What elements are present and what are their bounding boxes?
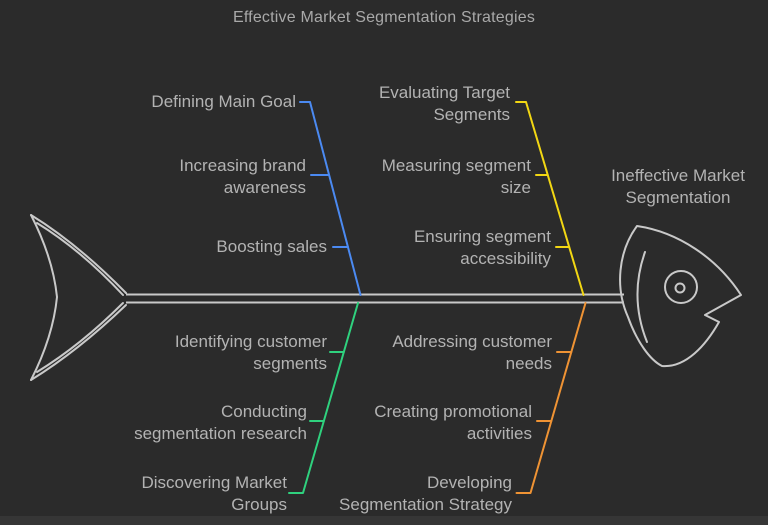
branch-line-top-right — [515, 101, 585, 296]
fish-eye — [664, 270, 698, 304]
label-developing-segmentation-strategy: Developing Segmentation Strategy — [339, 473, 512, 514]
label-evaluating-target-segments: Evaluating Target Segments — [378, 83, 510, 124]
label-conducting-segmentation-research: Conducting segmentation research — [134, 402, 307, 443]
label-measuring-segment-size: Measuring segment size — [381, 156, 531, 197]
label-fish-head-effect: Ineffective Market Segmentation — [611, 166, 745, 207]
fish-tail — [30, 214, 127, 381]
label-creating-promotional-activities: Creating promotional activities — [374, 402, 532, 443]
diagram-title: Effective Market Segmentation Strategies — [232, 9, 536, 26]
label-ensuring-segment-accessibility: Ensuring segment accessibility — [413, 227, 551, 268]
fish-eye-pupil — [674, 282, 686, 294]
fish-gill — [636, 251, 648, 343]
branch-line-top-left — [299, 101, 362, 296]
fish-head-outline — [619, 225, 742, 368]
label-addressing-customer-needs: Addressing customer needs — [392, 332, 552, 373]
label-defining-main-goal: Defining Main Goal — [151, 92, 296, 111]
label-increasing-brand-awareness: Increasing brand awareness — [179, 156, 306, 197]
bottom-bar — [0, 516, 768, 525]
branch-line-bottom-left — [288, 302, 359, 494]
fish-spine — [126, 293, 624, 304]
branch-line-bottom-right — [515, 302, 587, 494]
label-boosting-sales: Boosting sales — [216, 237, 327, 256]
label-identifying-customer-segments: Identifying customer segments — [174, 332, 327, 373]
label-discovering-market-groups: Discovering Market Groups — [141, 473, 288, 514]
fish-head — [619, 225, 742, 368]
